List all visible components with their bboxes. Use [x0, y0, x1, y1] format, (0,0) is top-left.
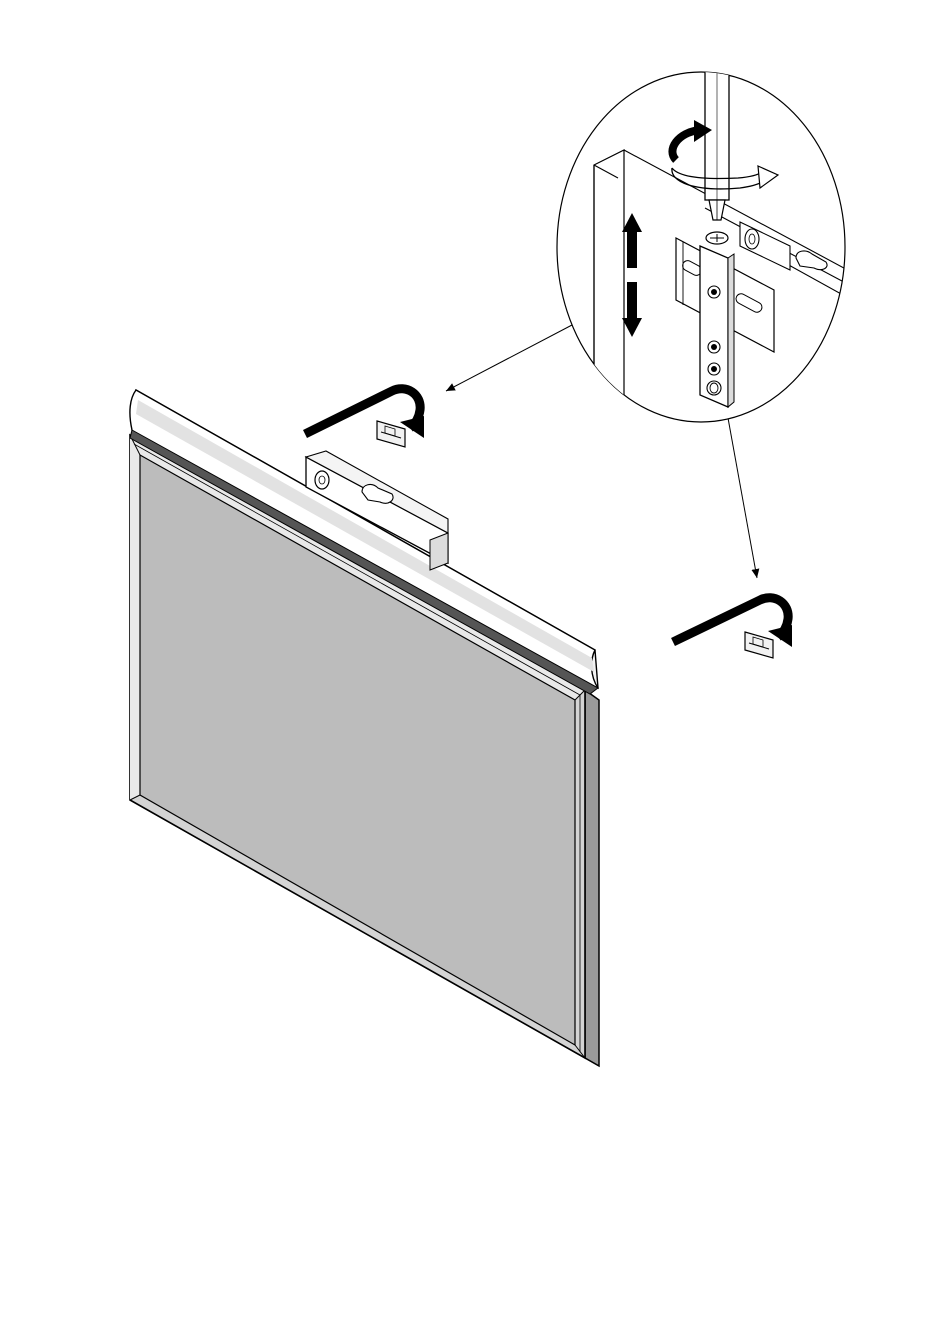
clip-instruction-right	[673, 598, 792, 658]
clip-instruction-left	[305, 389, 424, 447]
detail-circle	[557, 60, 870, 430]
curved-arrow-icon	[305, 389, 420, 434]
leader-arrow-icon	[446, 325, 572, 391]
hanging-clip	[745, 632, 773, 658]
leader-arrow-icon	[728, 418, 757, 578]
wall-bracket-end	[430, 533, 448, 570]
curved-arrow-icon	[673, 598, 788, 642]
hanging-clip	[377, 421, 405, 447]
mirror-side-edge	[585, 690, 599, 1066]
detail-panel	[594, 150, 624, 430]
bracket-hole	[315, 471, 329, 489]
screwdriver	[705, 60, 729, 220]
